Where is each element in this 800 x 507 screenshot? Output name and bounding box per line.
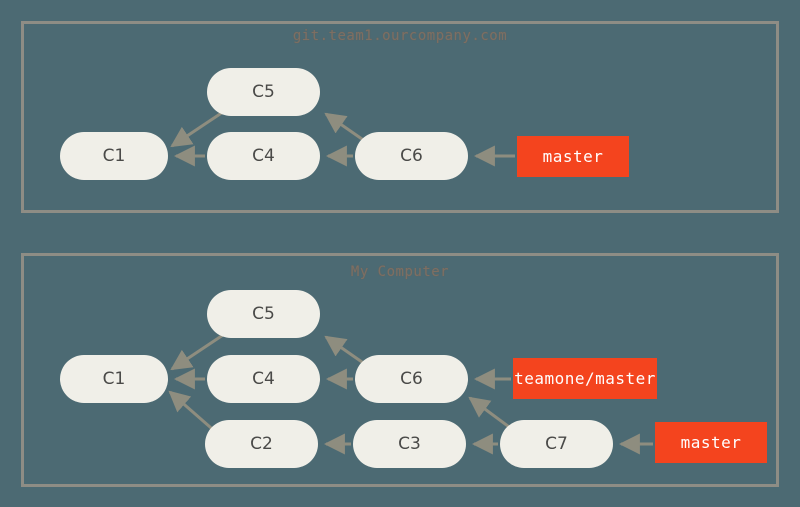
commit-node-c4-local[interactable]: C4 [207,355,320,403]
commit-node-c5-local[interactable]: C5 [207,290,320,338]
commit-node-c1-local[interactable]: C1 [60,355,168,403]
remote-repository-panel [21,21,779,213]
commit-node-c1-remote[interactable]: C1 [60,132,168,180]
local-repository-title: My Computer [350,264,450,280]
remote-repository-title: git.team1.ourcompany.com [292,28,508,44]
commit-node-c6-remote[interactable]: C6 [355,132,468,180]
commit-node-c2-local[interactable]: C2 [205,420,318,468]
commit-node-c4-remote[interactable]: C4 [207,132,320,180]
branch-label-master-remote[interactable]: master [517,136,629,177]
local-repository-panel [21,253,779,487]
commit-node-c3-local[interactable]: C3 [353,420,466,468]
branch-label-teamone-master[interactable]: teamone/master [513,358,657,399]
branch-label-master-local[interactable]: master [655,422,767,463]
commit-node-c7-local[interactable]: C7 [500,420,613,468]
commit-node-c5-remote[interactable]: C5 [207,68,320,116]
commit-node-c6-local[interactable]: C6 [355,355,468,403]
